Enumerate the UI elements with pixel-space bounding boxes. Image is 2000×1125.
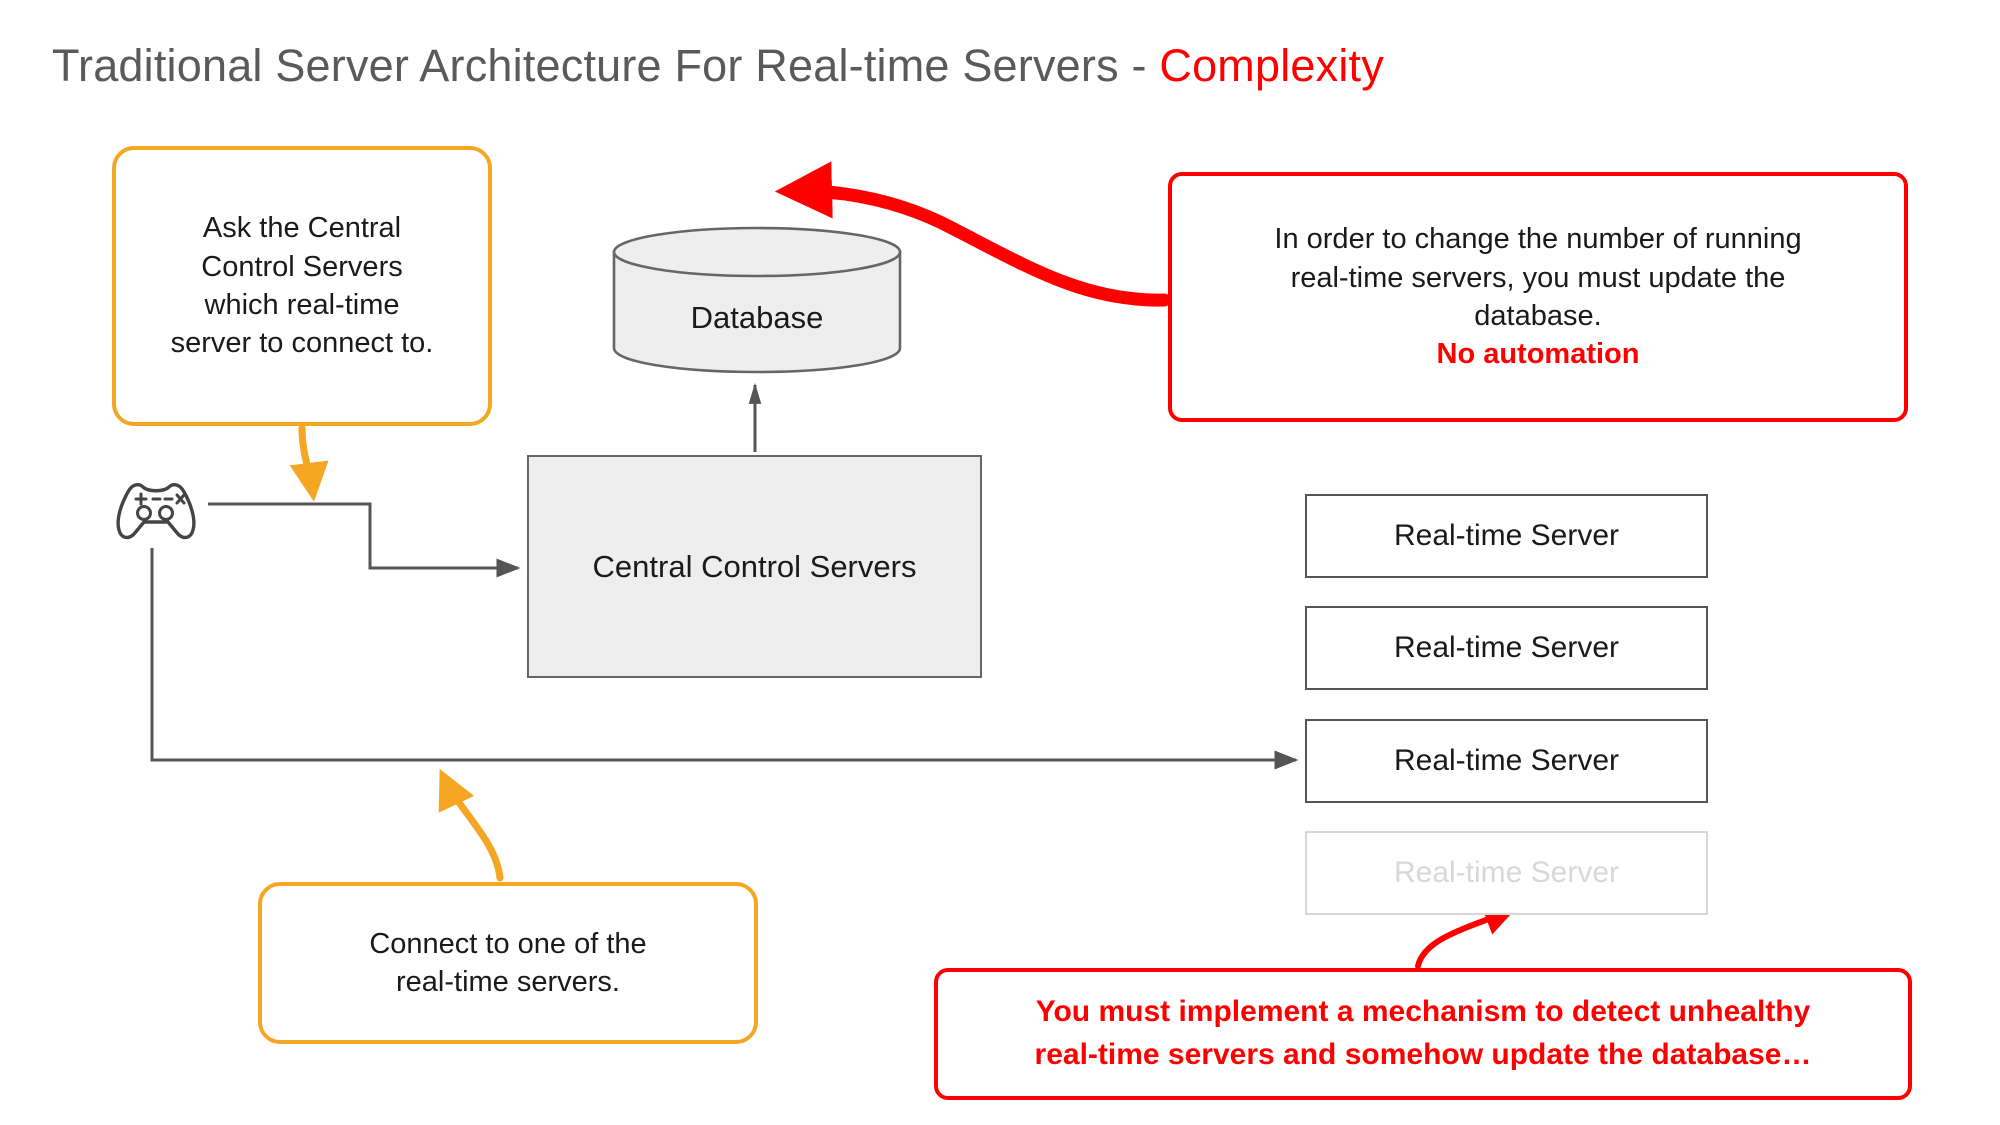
- page-title: Traditional Server Architecture For Real…: [52, 40, 1384, 92]
- callout-db-update-line-3: database.: [1474, 300, 1602, 332]
- callout-connect-realtime: Connect to one of the real-time servers.: [258, 882, 758, 1044]
- realtime-server-box-1: Real-time Server: [1305, 494, 1708, 578]
- realtime-server-label-4: Real-time Server: [1393, 856, 1620, 889]
- callout-connect-line-1: Connect to one of the: [369, 927, 647, 960]
- connector-connect-callout-pointer: [438, 768, 504, 882]
- realtime-server-label-2: Real-time Server: [1393, 631, 1620, 664]
- realtime-server-label-1: Real-time Server: [1393, 519, 1620, 552]
- realtime-server-box-4-offline: Real-time Server: [1305, 831, 1708, 915]
- callout-ask-line-4: server to connect to.: [170, 327, 434, 360]
- callout-ask-line-3: which real-time: [204, 289, 400, 321]
- game-controller-icon: [108, 472, 204, 544]
- callout-ask-central-control: Ask the Central Control Servers which re…: [112, 146, 492, 426]
- callout-database-update: In order to change the number of running…: [1168, 172, 1908, 422]
- realtime-server-box-2: Real-time Server: [1305, 606, 1708, 690]
- callout-ask-line-2: Control Servers: [201, 250, 403, 283]
- connector-client-to-central-control: [208, 502, 521, 578]
- page-title-accent: Complexity: [1159, 40, 1384, 91]
- realtime-server-box-3: Real-time Server: [1305, 719, 1708, 803]
- callout-db-update-line-2: real-time servers, you must update the: [1290, 261, 1786, 294]
- database-node: Database: [612, 226, 902, 374]
- central-control-servers-node: Central Control Servers: [527, 455, 982, 678]
- database-label: Database: [690, 300, 824, 335]
- callout-unhealthy-line-2: real-time servers and somehow update the…: [1034, 1038, 1812, 1071]
- callout-ask-line-1: Ask the Central: [202, 212, 402, 245]
- realtime-server-label-3: Real-time Server: [1393, 744, 1620, 777]
- callout-db-update-emphasis: No automation: [1436, 338, 1640, 371]
- connector-unhealthy-callout-pointer: [1415, 905, 1516, 969]
- database-cylinder-icon: [612, 226, 902, 374]
- callout-db-update-line-1: In order to change the number of running: [1274, 223, 1802, 256]
- page-title-main: Traditional Server Architecture For Real…: [52, 40, 1160, 91]
- callout-connect-line-2: real-time servers.: [396, 966, 620, 998]
- connector-ask-callout-pointer: [289, 424, 329, 502]
- callout-unhealthy-line-1: You must implement a mechanism to detect…: [1035, 995, 1811, 1029]
- callout-unhealthy-detection: You must implement a mechanism to detect…: [934, 968, 1912, 1100]
- central-control-servers-label: Central Control Servers: [592, 548, 917, 584]
